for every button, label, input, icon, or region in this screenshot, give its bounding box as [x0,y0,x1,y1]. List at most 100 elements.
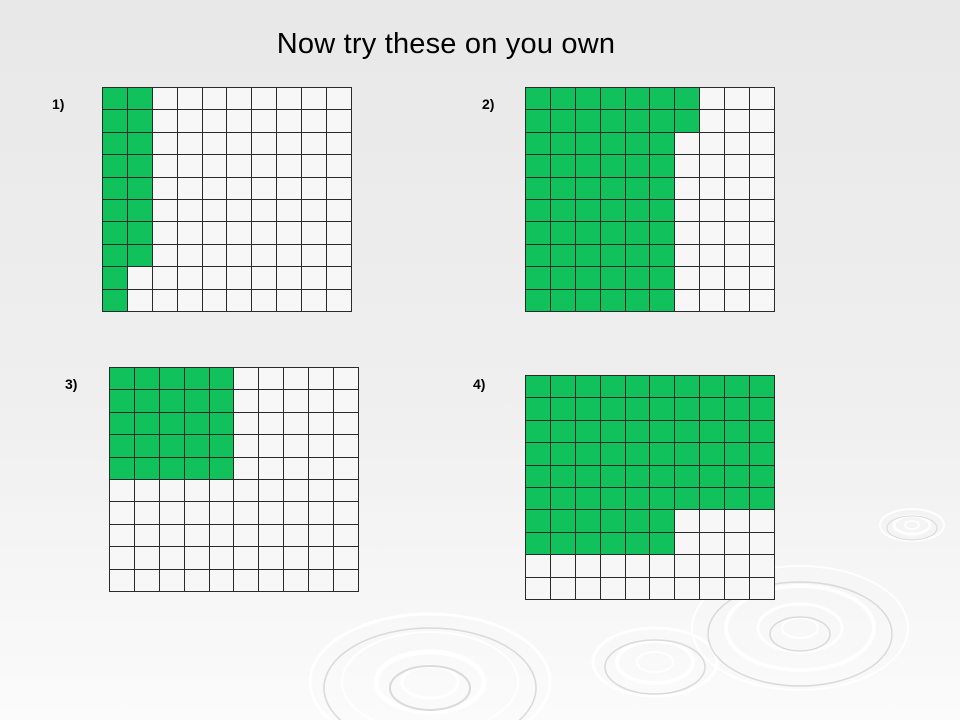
unshaded-cell [302,88,328,111]
unshaded-cell [134,524,160,548]
unshaded-cell [284,524,310,548]
shaded-cell [526,420,551,444]
unshaded-cell [252,88,278,111]
unshaded-cell [750,132,775,156]
shaded-cell [625,289,651,312]
unshaded-cell [327,267,352,290]
shaded-cell [127,110,153,133]
shaded-cell [184,412,210,436]
unshaded-cell [110,547,135,570]
shaded-cell [650,267,676,290]
unshaded-cell [227,289,253,312]
shaded-cell [675,487,701,511]
unshaded-cell [252,222,278,245]
shaded-cell [625,398,651,421]
shaded-cell [650,510,676,533]
unshaded-cell [327,244,352,268]
shaded-cell [675,443,701,466]
shaded-cell [526,199,551,223]
shaded-cell [103,155,128,178]
unshaded-cell [227,267,253,290]
unshaded-cell [302,222,328,245]
shaded-cell [127,222,153,245]
shaded-cell [103,199,128,223]
shaded-cell [750,443,775,466]
shaded-cell [526,110,551,133]
unshaded-cell [675,132,701,156]
shaded-cell [600,465,626,488]
unshaded-cell [152,155,178,178]
unshaded-cell [234,435,260,458]
shaded-cell [550,222,576,245]
shaded-cell [625,222,651,245]
unshaded-cell [700,110,726,133]
shaded-cell [650,110,676,133]
shaded-cell [526,222,551,245]
shaded-cell [650,289,676,312]
unshaded-cell [284,368,310,391]
unshaded-cell [110,479,135,503]
unshaded-cell [284,435,310,458]
unshaded-cell [159,547,185,570]
unshaded-cell [700,289,726,312]
unshaded-cell [327,110,352,133]
unshaded-cell [334,435,359,458]
unshaded-cell [234,457,260,480]
unshaded-cell [184,547,210,570]
shaded-cell [110,368,135,391]
unshaded-cell [252,177,278,200]
unshaded-cell [550,577,576,600]
shaded-cell [550,289,576,312]
shaded-cell [675,465,701,488]
unshaded-cell [277,199,303,223]
unshaded-cell [725,155,751,178]
unshaded-cell [152,289,178,312]
unshaded-cell [675,267,701,290]
unshaded-cell [309,412,335,436]
shaded-cell [600,376,626,399]
unshaded-cell [177,177,203,200]
unshaded-cell [309,435,335,458]
shaded-cell [575,244,601,268]
shaded-cell [650,155,676,178]
unshaded-cell [750,532,775,556]
unshaded-cell [750,289,775,312]
shaded-cell [625,177,651,200]
shaded-cell [575,88,601,111]
shaded-cell [184,435,210,458]
problem-2-label: 2) [482,96,495,112]
unshaded-cell [234,547,260,570]
unshaded-cell [127,289,153,312]
shaded-cell [600,110,626,133]
unshaded-cell [259,502,285,525]
unshaded-cell [234,502,260,525]
unshaded-cell [750,555,775,578]
shaded-cell [526,443,551,466]
shaded-cell [600,88,626,111]
unshaded-cell [177,110,203,133]
unshaded-cell [259,547,285,570]
unshaded-cell [259,368,285,391]
unshaded-cell [209,524,235,548]
unshaded-cell [177,267,203,290]
shaded-cell [550,244,576,268]
unshaded-cell [675,155,701,178]
shaded-cell [575,289,601,312]
unshaded-cell [277,267,303,290]
unshaded-cell [309,524,335,548]
unshaded-cell [302,110,328,133]
shaded-cell [550,510,576,533]
shaded-cell [159,435,185,458]
unshaded-cell [159,524,185,548]
unshaded-cell [600,555,626,578]
unshaded-cell [227,88,253,111]
shaded-cell [600,532,626,556]
unshaded-cell [277,155,303,178]
unshaded-cell [327,155,352,178]
shaded-cell [575,420,601,444]
shaded-cell [575,398,601,421]
shaded-cell [209,457,235,480]
unshaded-cell [227,155,253,178]
unshaded-cell [327,199,352,223]
shaded-cell [526,487,551,511]
